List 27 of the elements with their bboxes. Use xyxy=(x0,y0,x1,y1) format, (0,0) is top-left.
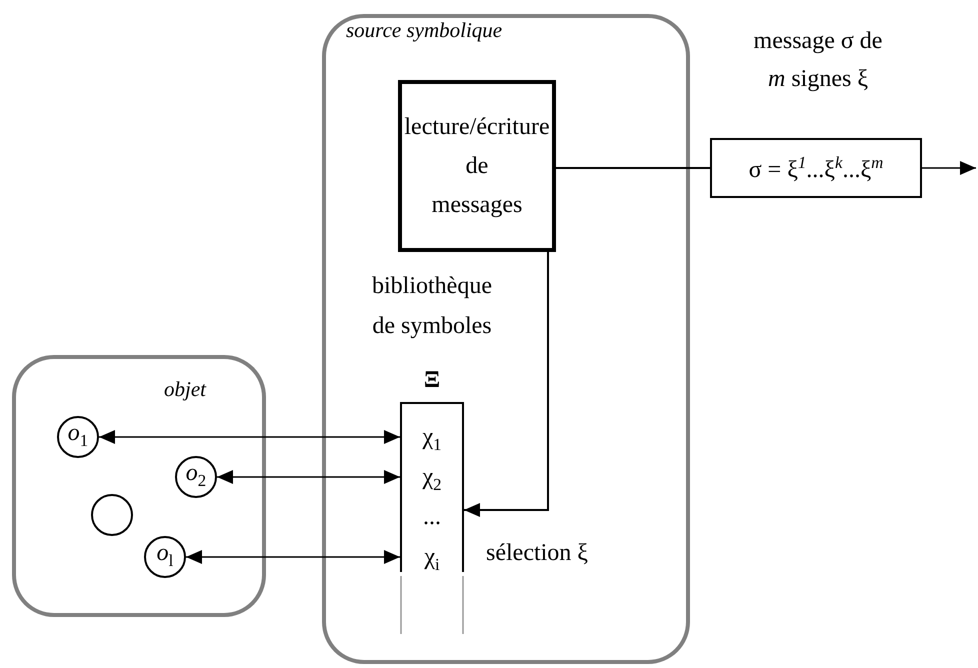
process-box xyxy=(398,80,556,252)
message-formula: σ = ξ$^{1}$...ξ$^{k}$...ξ$^{m}$ xyxy=(748,152,884,184)
group-frame xyxy=(12,355,266,617)
symbol-entry: χ$_{1}$ xyxy=(400,417,464,457)
group-title: source symbolique xyxy=(346,18,502,43)
symbol-entry: χ$_{2}$ xyxy=(400,457,464,497)
column-heading: bibliothèque de symboles xyxy=(371,272,493,341)
object-circle xyxy=(57,416,99,458)
message-heading: message σ de m signes ξ xyxy=(752,27,884,94)
arrow xyxy=(186,550,400,564)
arrow xyxy=(99,430,400,444)
object-circle xyxy=(144,536,186,578)
group-title: objet xyxy=(164,377,206,402)
object-circle xyxy=(175,456,217,498)
object-label: o$_{l}$ xyxy=(156,540,174,570)
object-label: o$_{1}$ xyxy=(68,420,88,450)
arrow xyxy=(922,161,976,175)
column-symbol: Ξ xyxy=(422,366,442,395)
symbol-entry: ... xyxy=(400,497,464,537)
box-label: lecture/écriture de messages xyxy=(403,112,551,220)
group-frame xyxy=(322,14,690,664)
edge-label: sélection ξ xyxy=(484,540,590,567)
arrow xyxy=(217,470,400,484)
empty-circle xyxy=(91,494,133,536)
arrow xyxy=(464,252,549,517)
symbol-entry: χ$_{i}$ xyxy=(400,537,464,577)
object-label: o$_{2}$ xyxy=(186,460,206,490)
